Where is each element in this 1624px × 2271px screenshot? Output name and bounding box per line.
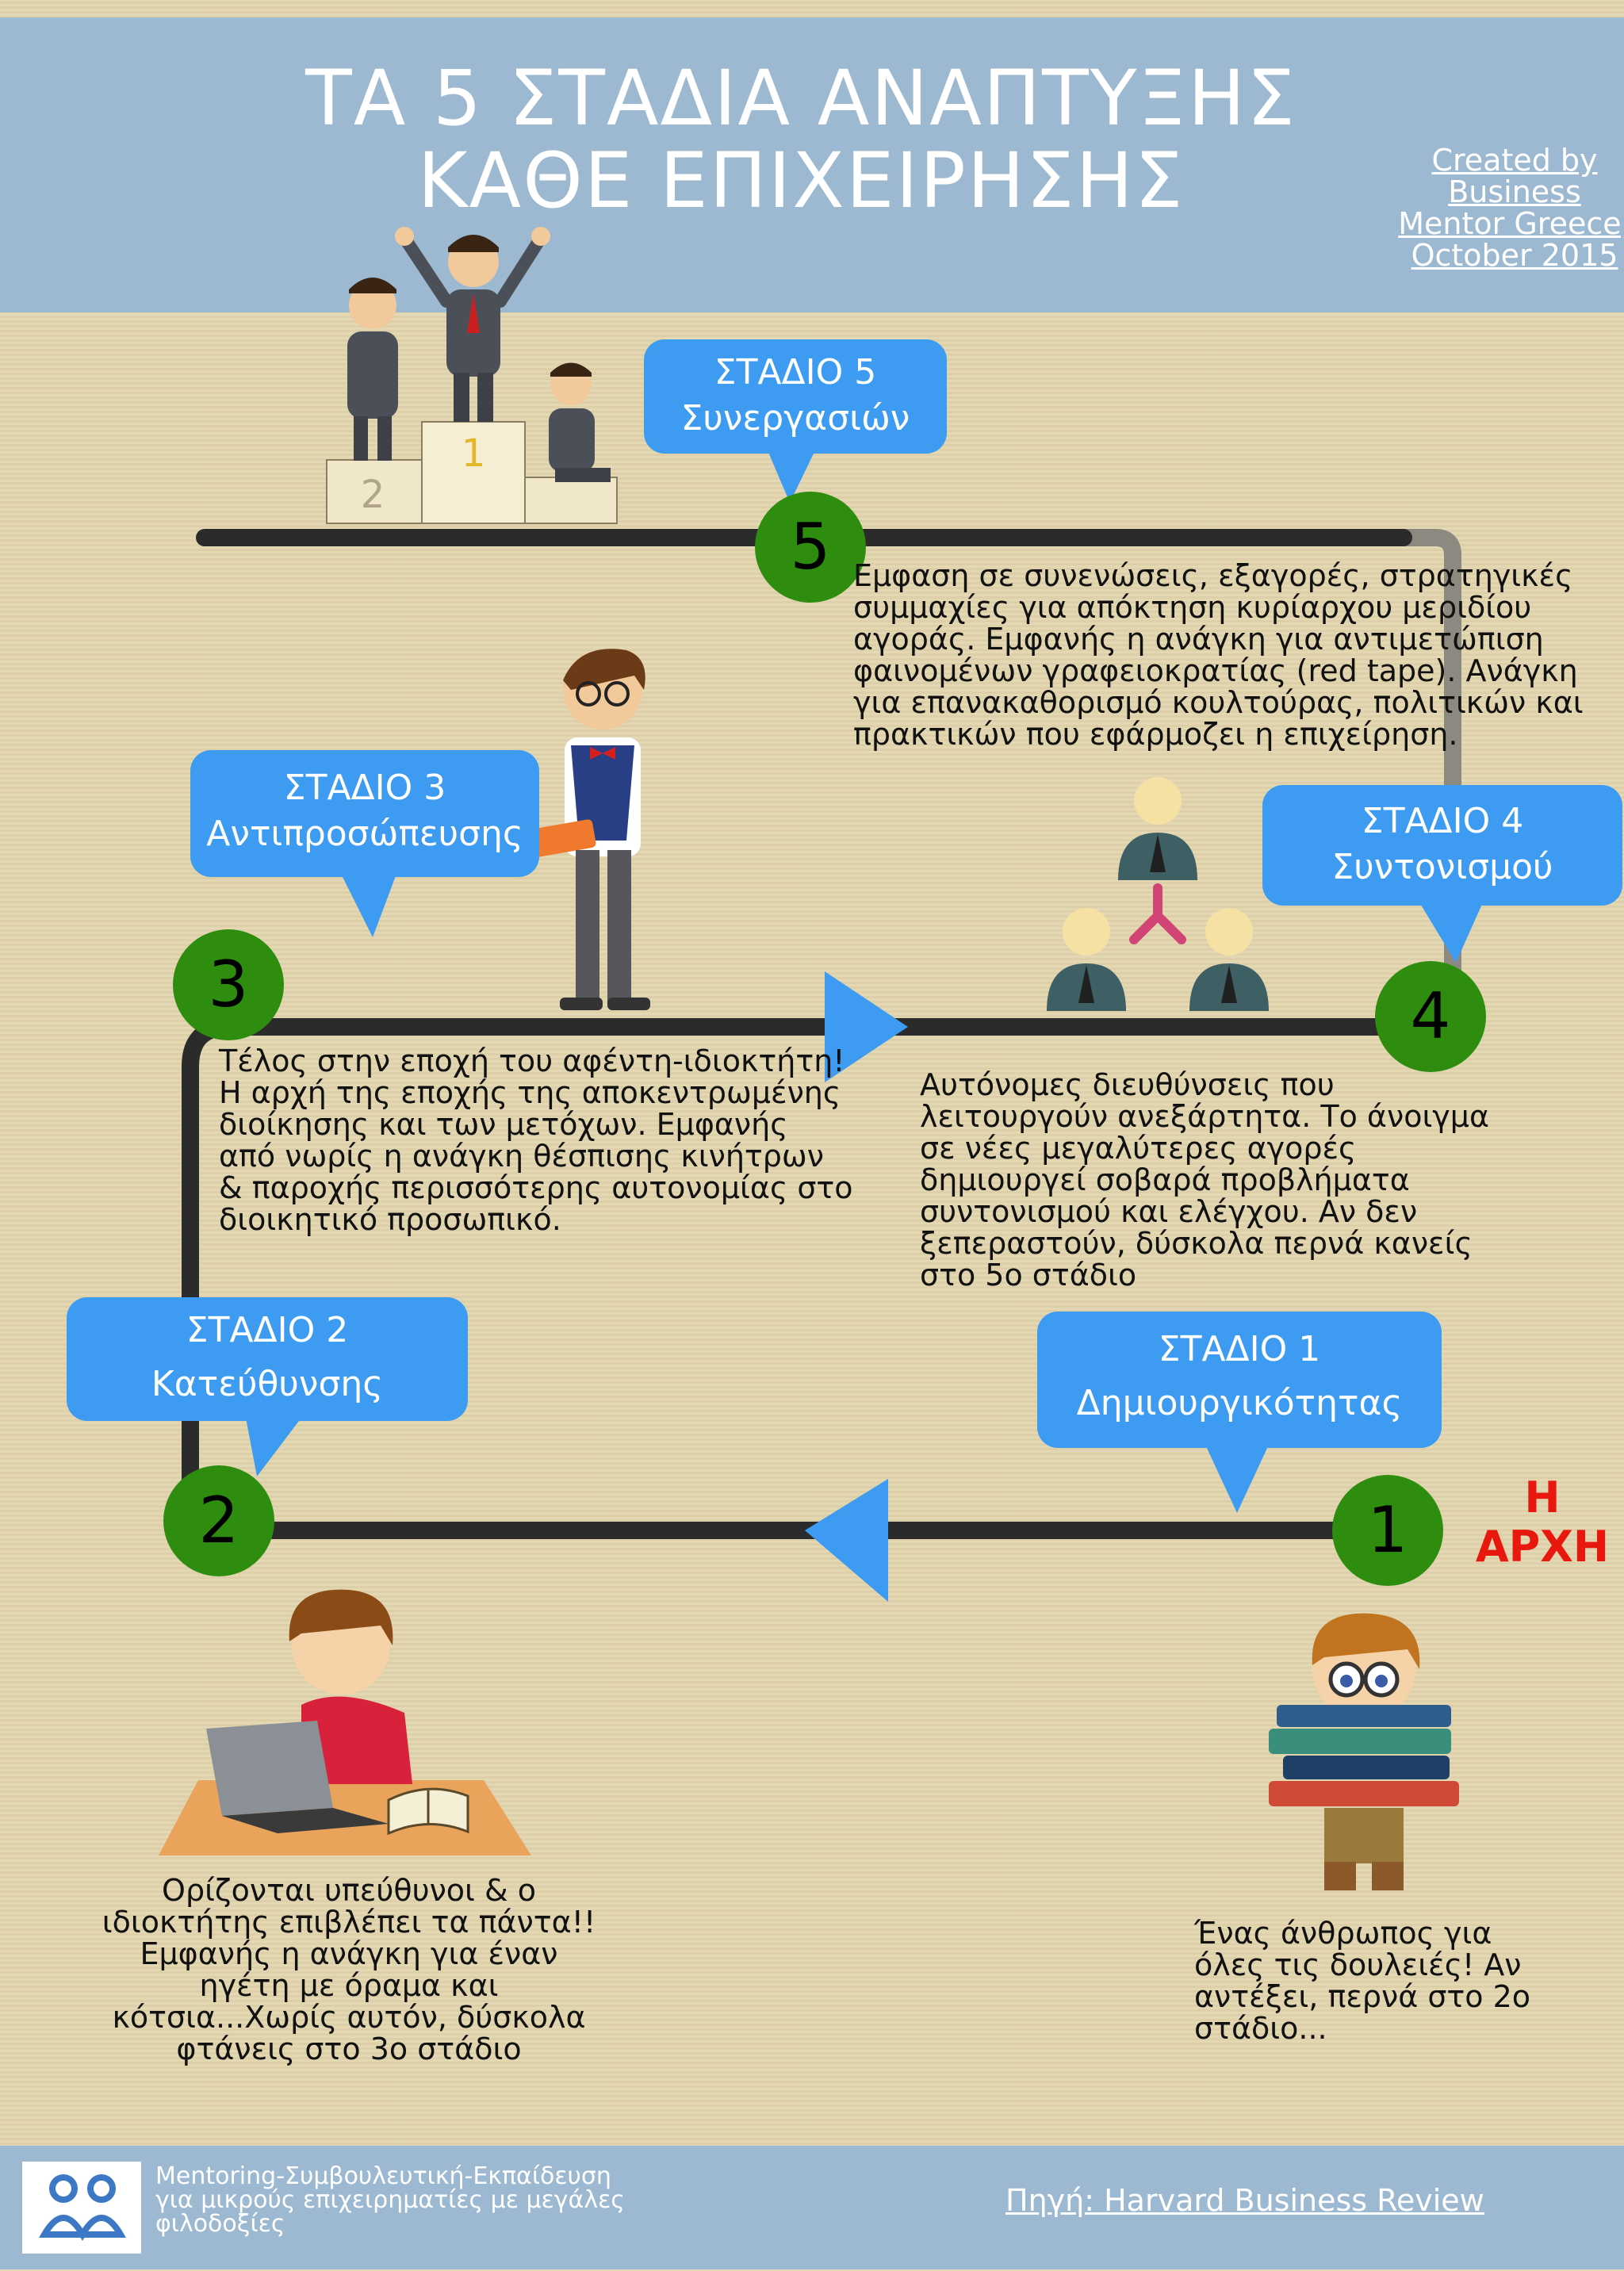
credit-link[interactable]: Created by Business Mentor Greece, Octob… [1398,143,1624,273]
stage4-callout: ΣΤΑΔΙΟ 4 Συντονισμού [1262,785,1622,906]
stage5-callout: ΣΤΑΔΙΟ 5 Συνεργασιών [644,339,947,454]
track-top-right-segment [800,529,1461,984]
stage2-label: ΣΤΑΔΙΟ 2 [186,1310,349,1350]
stage3-name: Αντιπροσώπευσης [206,814,523,854]
start-label-line2: ΑΡΧΗ [1475,1522,1610,1572]
stage3-label: ΣΤΑΔΙΟ 3 [283,768,446,808]
stage1-description: Ένας άνθρωπος για όλες τις δουλειές! Αν … [1194,1916,1531,2046]
start-label: Η ΑΡΧΗ [1459,1473,1624,1572]
company-logo [22,2162,141,2254]
stage1-callout: ΣΤΑΔΙΟ 1 Δημιουργικότητας [1037,1312,1442,1448]
stage3-callout-pointer [341,874,396,937]
employee-right-head-icon [1205,908,1253,956]
stage2-name: Κατεύθυνσης [151,1364,384,1404]
start-label-line1: Η [1524,1473,1561,1522]
stage1-badge: 1 [1332,1475,1443,1586]
arrow-left-icon [805,1479,888,1602]
stage3-badge: 3 [173,929,284,1040]
stage2-callout-pointer [246,1418,301,1476]
stage4-label: ΣΤΑΔΙΟ 4 [1361,801,1524,841]
stage2-callout: ΣΤΑΔΙΟ 2 Κατεύθυνσης [67,1297,468,1421]
stage4-callout-pointer [1419,902,1483,963]
connector-icon [1129,883,1186,944]
stage4-description: Αυτόνομες διευθύνσεις που λειτουργούν αν… [920,1067,1490,1293]
glasses-icon [576,681,601,707]
stage4-name: Συντονισμού [1331,847,1553,887]
stage5-name: Συνεργασιών [680,398,910,438]
tablet-icon [522,819,596,859]
stage3-description: Τέλος στην εποχή του αφέντη-ιδιοκτήτη! Η… [219,1044,853,1237]
stage5-badge: 5 [755,492,866,603]
stage3-callout: ΣΤΑΔΙΟ 3 Αντιπροσώπευσης [190,750,539,877]
stage2-badge: 2 [163,1465,274,1576]
org-chart-illustration [1047,777,1269,1011]
stage5-callout-pointer [768,450,815,503]
podium-second-label: 2 [361,473,385,517]
header-band [0,17,1624,312]
stage2-description: Ορίζονται υπεύθυνοι & ο ιδιοκτήτης επιβλ… [102,1873,596,2066]
footer-tagline: Mentoring-Συμβουλευτική-Εκπαίδευση για μ… [155,2162,625,2238]
footer-band [0,2146,1624,2269]
podium-first-label: 1 [462,431,486,476]
title-line-2: ΚΑΘΕ ΕΠΙΧΕΙΡΗΣΗΣ [417,136,1185,225]
logo-icon [39,2174,126,2242]
manager-head-icon [1134,777,1182,825]
stage1-callout-pointer [1205,1445,1269,1513]
books-stack-icon [1277,1705,1451,1727]
podium-illustration: 2 1 [326,227,618,524]
title-line-1: ΤΑ 5 ΣΤΑΔΙΑ ΑΝΑΠΤΥΞΗΣ [305,54,1297,143]
arrow-right-icon [825,971,908,1082]
source-link[interactable]: Πηγή: Harvard Business Review [1005,2183,1484,2218]
podium-third-block [524,477,618,524]
kid-laptop-illustration [159,1589,531,1855]
stage1-label: ΣΤΑΔΙΟ 1 [1158,1329,1321,1369]
laptop-icon [206,1721,333,1816]
page-title: ΤΑ 5 ΣΤΑΔΙΑ ΑΝΑΠΤΥΞΗΣ ΚΑΘΕ ΕΠΙΧΕΙΡΗΣΗΣ [285,57,1316,222]
stage4-badge: 4 [1375,961,1486,1072]
bowtie-icon [590,747,603,760]
kid-books-illustration [1269,1613,1459,1890]
stage1-name: Δημιουργικότητας [1076,1383,1403,1423]
employee-left-head-icon [1063,908,1110,956]
podium-first-block [421,421,526,524]
stage5-label: ΣΤΑΔΙΟ 5 [714,352,877,393]
teacher-illustration [522,649,650,1010]
stage5-description: Εμφαση σε συνενώσεις, εξαγορές, στρατηγι… [853,558,1584,752]
